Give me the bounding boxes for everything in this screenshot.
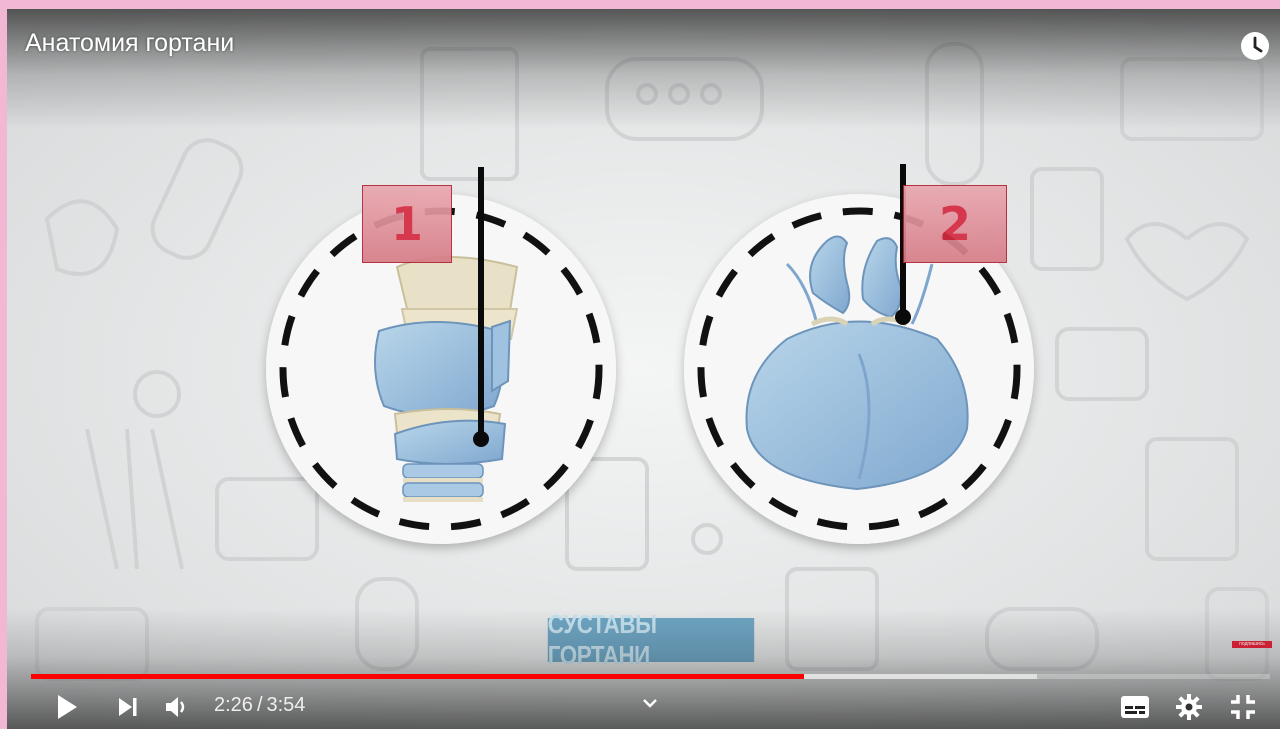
exit-fullscreen-button[interactable]	[1225, 689, 1261, 725]
next-button[interactable]	[111, 689, 145, 725]
settings-icon	[1176, 694, 1202, 720]
settings-button[interactable]	[1171, 689, 1207, 725]
video-player[interactable]: 1 2 СУСТАВЫ ГОРТАНИ подпишись Анатомия г…	[7, 9, 1280, 729]
play-button[interactable]	[49, 689, 85, 725]
subscribe-tag[interactable]: подпишись	[1232, 641, 1272, 648]
volume-icon	[164, 695, 190, 719]
next-icon	[117, 697, 139, 717]
duration: 3:54	[267, 694, 306, 716]
play-icon	[55, 694, 79, 720]
video-title[interactable]: Анатомия гортани	[25, 29, 234, 58]
subtitles-icon	[1121, 696, 1149, 718]
watch-later-button[interactable]	[1239, 30, 1271, 62]
current-time: 2:26	[214, 694, 253, 716]
time-separator: /	[257, 694, 263, 716]
volume-button[interactable]	[159, 689, 195, 725]
subtitles-button[interactable]	[1117, 689, 1153, 725]
expand-chevron-button[interactable]	[635, 689, 665, 717]
chevron-down-icon	[642, 698, 658, 708]
caption-badge: СУСТАВЫ ГОРТАНИ	[548, 618, 754, 662]
callout-label-1: 1	[362, 185, 452, 263]
watch-later-icon	[1239, 30, 1271, 62]
callout-label-2: 2	[903, 185, 1007, 263]
exit-fullscreen-icon	[1230, 694, 1256, 720]
progress-played	[31, 674, 804, 679]
progress-bar[interactable]	[31, 674, 1270, 679]
time-display: 2:26/3:54	[214, 694, 305, 717]
